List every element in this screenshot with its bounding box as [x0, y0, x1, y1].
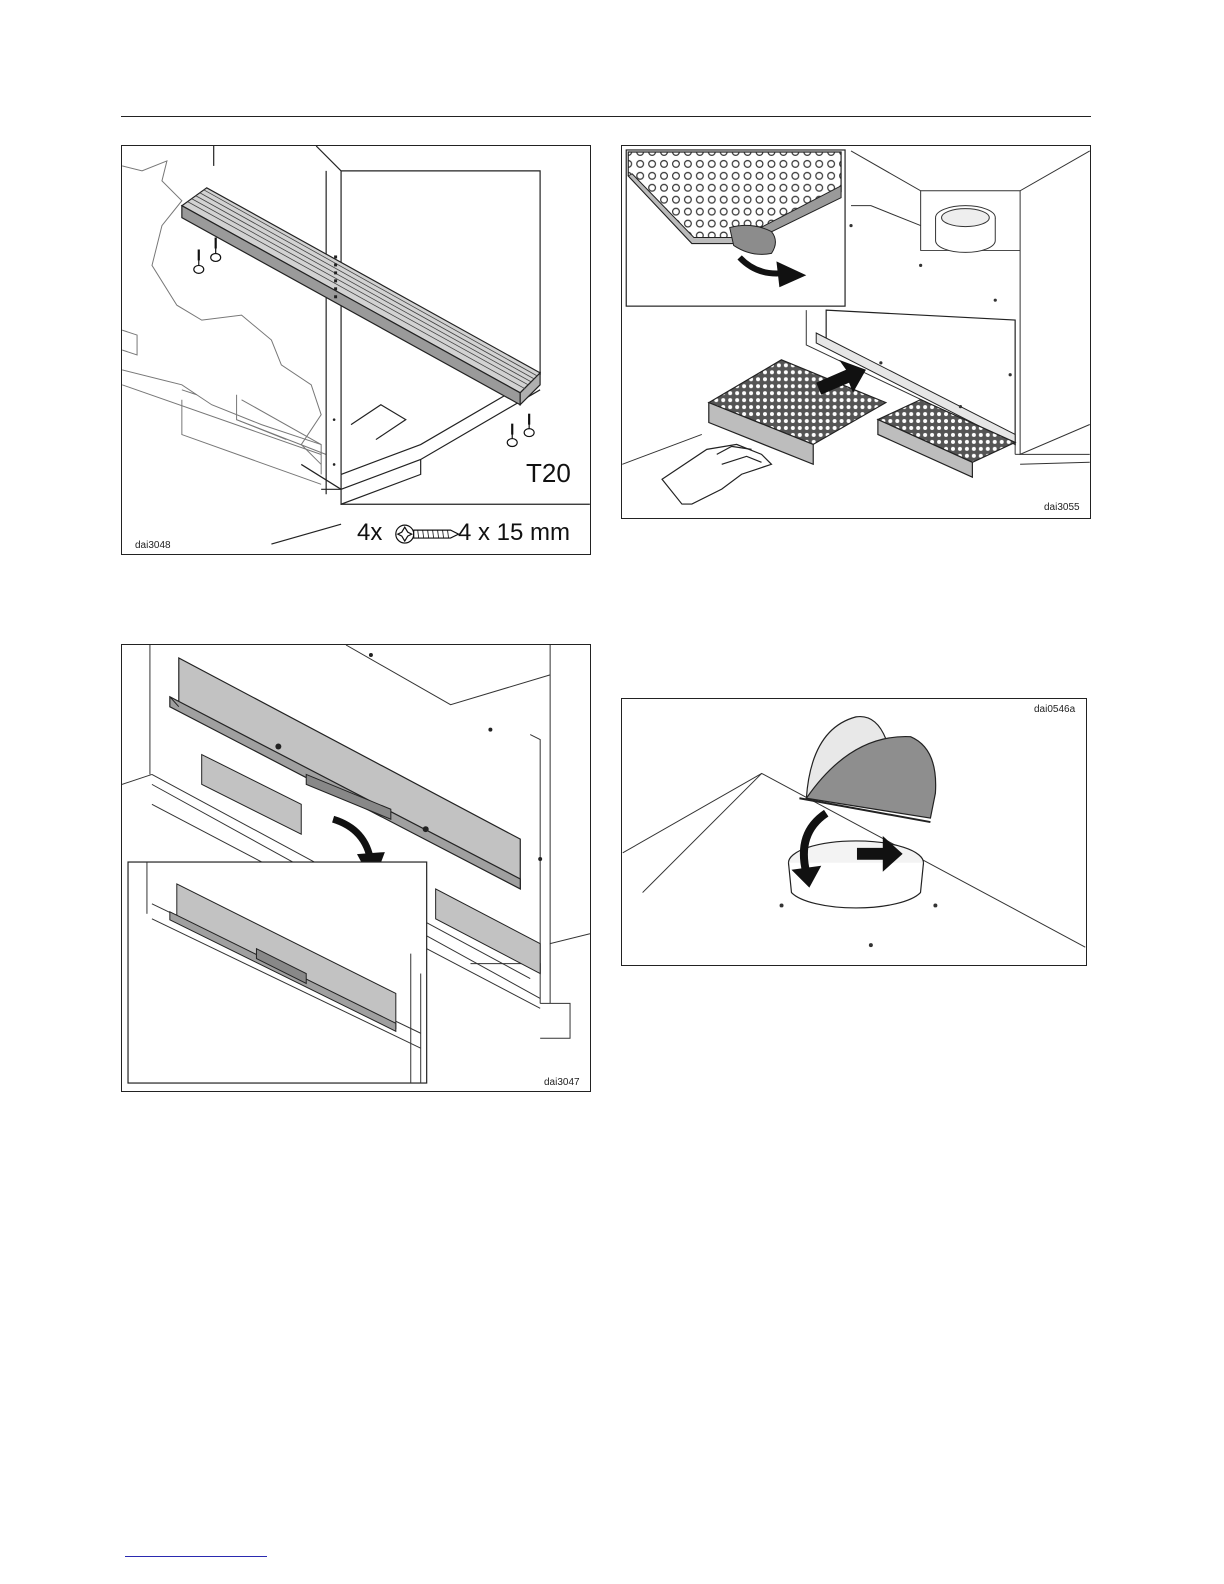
torx-size-label: T20 — [526, 458, 571, 489]
figure-dai3048: T20 4x 4 x 15 mm dai3048 — [121, 145, 591, 555]
duct-collar-icon — [936, 206, 996, 253]
screw-count-label: 4x — [357, 519, 382, 547]
grease-filter-illustration — [622, 146, 1090, 518]
cover-panel-illustration — [122, 645, 590, 1091]
figure-code: dai3047 — [544, 1077, 580, 1088]
figure-code: dai3048 — [135, 540, 171, 551]
hand-icon — [662, 444, 771, 504]
header-rule — [121, 116, 1091, 117]
footer-link-underline — [125, 1556, 267, 1557]
figure-dai3047: dai3047 — [121, 644, 591, 1092]
figure-dai0546a: dai0546a — [621, 698, 1087, 966]
figure-code: dai0546a — [1034, 704, 1075, 715]
torx-screw-icon — [396, 525, 459, 543]
cabinet-bottom-strip-illustration — [122, 146, 590, 554]
figure-dai3055: dai3055 — [621, 145, 1091, 519]
backflow-flap-illustration — [622, 699, 1086, 965]
screw-size-label: 4 x 15 mm — [458, 519, 570, 547]
figure-code: dai3055 — [1044, 502, 1080, 513]
